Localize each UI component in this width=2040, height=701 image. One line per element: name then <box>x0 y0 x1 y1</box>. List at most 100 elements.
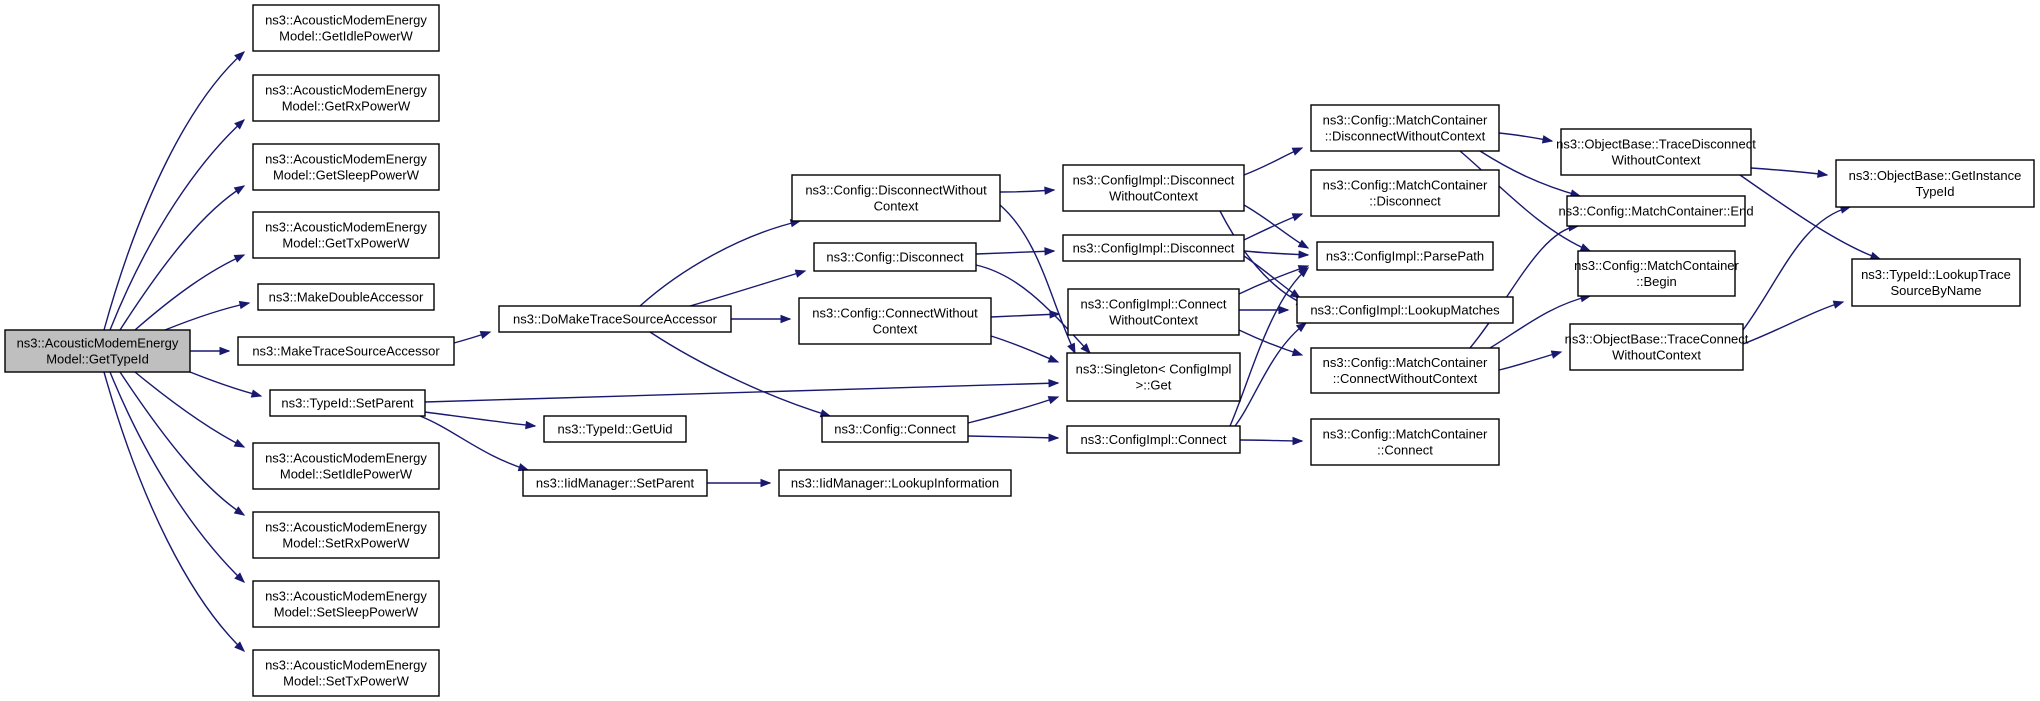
node-cfgConn-box[interactable] <box>821 415 969 443</box>
node-getRx[interactable]: ns3::AcousticModemEnergyModel::GetRxPowe… <box>252 74 440 122</box>
node-iidSetParent-box[interactable] <box>522 469 708 497</box>
node-doMake-box[interactable] <box>498 305 732 333</box>
node-implConnWoCtx[interactable]: ns3::ConfigImpl::ConnectWithoutContext <box>1067 288 1240 336</box>
node-setParent-label-line-1: ns3::TypeId::SetParent <box>281 396 414 411</box>
node-setParent[interactable]: ns3::TypeId::SetParent <box>269 389 426 417</box>
node-setParent-box[interactable] <box>269 389 426 417</box>
edge-root-to-getTx <box>134 254 246 331</box>
node-singleton-box[interactable] <box>1066 352 1241 402</box>
edge-cfgDiscWoCtx-to-singleton <box>999 204 1076 355</box>
node-mcBegin[interactable]: ns3::Config::MatchContainer::Begin <box>1574 250 1740 297</box>
node-cfgConnWoCtx-label-line-1: ns3::Config::ConnectWithout <box>812 306 978 321</box>
edge-setParent-to-singleton <box>424 379 1060 403</box>
node-implDiscWoCtx-box[interactable] <box>1062 164 1245 212</box>
edge-implConnWoCtx-to-parsePath-line <box>1238 265 1309 295</box>
node-mcDisc-box[interactable] <box>1310 169 1500 217</box>
node-makeDouble[interactable]: ns3::MakeDoubleAccessor <box>257 283 435 311</box>
node-cfgConnWoCtx[interactable]: ns3::Config::ConnectWithoutContext <box>798 297 992 345</box>
node-setIdle[interactable]: ns3::AcousticModemEnergyModel::SetIdlePo… <box>252 442 440 490</box>
node-cfgConnWoCtx-box[interactable] <box>798 297 992 345</box>
node-lookupTrace-box[interactable] <box>1851 258 2021 307</box>
node-mcConn-box[interactable] <box>1310 418 1500 466</box>
node-lookupMatches-box[interactable] <box>1296 296 1514 324</box>
edge-doMake-to-cfgDisc-arrowhead <box>794 269 807 278</box>
node-iidSetParent[interactable]: ns3::IidManager::SetParent <box>522 469 708 497</box>
node-getRx-label-line-2: Model::GetRxPowerW <box>282 99 411 114</box>
node-doMake[interactable]: ns3::DoMakeTraceSourceAccessor <box>498 305 732 333</box>
node-singleton[interactable]: ns3::Singleton< ConfigImpl >::Get <box>1066 352 1241 402</box>
node-mcBegin-box[interactable] <box>1577 250 1736 297</box>
node-cfgDiscWoCtx[interactable]: ns3::Config::DisconnectWithoutContext <box>791 174 1001 222</box>
node-mcConnWoCtx-box[interactable] <box>1310 347 1500 394</box>
node-implDiscWoCtx[interactable]: ns3::ConfigImpl::DisconnectWithoutContex… <box>1062 164 1245 212</box>
edge-obTraceConn-to-obGetInst-line <box>1742 206 1851 331</box>
node-lookupInfo[interactable]: ns3::IidManager::LookupInformation <box>778 469 1012 497</box>
edge-implDiscWoCtx-to-parsePath-line <box>1243 204 1309 249</box>
node-mcEnd-box[interactable] <box>1566 195 1746 227</box>
node-makeTrace-box[interactable] <box>237 336 455 366</box>
node-getTx[interactable]: ns3::AcousticModemEnergyModel::GetTxPowe… <box>252 211 440 259</box>
node-setSleep-box[interactable] <box>252 580 440 628</box>
node-implDisc[interactable]: ns3::ConfigImpl::Disconnect <box>1062 234 1245 262</box>
node-obTraceDisc-box[interactable] <box>1560 128 1752 176</box>
edge-root-to-makeDouble-arrowhead <box>238 300 251 310</box>
node-getIdle[interactable]: ns3::AcousticModemEnergyModel::GetIdlePo… <box>252 4 440 52</box>
node-setIdle-box[interactable] <box>252 442 440 490</box>
node-obGetInst-box[interactable] <box>1835 159 2035 208</box>
node-getSleep-box[interactable] <box>252 143 440 191</box>
node-root-box[interactable] <box>4 329 191 373</box>
node-getRx-box[interactable] <box>252 74 440 122</box>
edge-mcConnWoCtx-to-mcBegin-line <box>1489 295 1591 349</box>
node-implConn[interactable]: ns3::ConfigImpl::Connect <box>1066 425 1241 454</box>
node-mcDisc[interactable]: ns3::Config::MatchContainer::Disconnect <box>1310 169 1500 217</box>
node-cfgDisc[interactable]: ns3::Config::Disconnect <box>813 242 977 272</box>
edge-root-to-setSleep <box>109 371 245 583</box>
edge-implDisc-to-lookupMatches <box>1243 255 1302 299</box>
node-parsePath-box[interactable] <box>1316 241 1494 271</box>
node-cfgConn[interactable]: ns3::Config::Connect <box>821 415 969 443</box>
node-getSleep[interactable]: ns3::AcousticModemEnergyModel::GetSleepP… <box>252 143 440 191</box>
node-setTx-box[interactable] <box>252 649 440 697</box>
node-getUid-box[interactable] <box>543 415 687 443</box>
node-lookupMatches[interactable]: ns3::ConfigImpl::LookupMatches <box>1296 296 1514 324</box>
node-singleton-label-line-2: >::Get <box>1136 378 1172 393</box>
node-setSleep[interactable]: ns3::AcousticModemEnergyModel::SetSleepP… <box>252 580 440 628</box>
edge-cfgDisc-to-implDisc-arrowhead <box>1044 247 1056 256</box>
node-setRx-box[interactable] <box>252 511 440 559</box>
node-setTx[interactable]: ns3::AcousticModemEnergyModel::SetTxPowe… <box>252 649 440 697</box>
node-mcEnd[interactable]: ns3::Config::MatchContainer::End <box>1558 195 1754 227</box>
edge-doMake-to-cfgConnWoCtx <box>731 314 792 324</box>
node-cfgDisc-box[interactable] <box>813 242 977 272</box>
node-implConnWoCtx-box[interactable] <box>1067 288 1240 336</box>
node-mcConnWoCtx[interactable]: ns3::Config::MatchContainer::ConnectWith… <box>1310 347 1500 394</box>
node-mcDiscWoCtx[interactable]: ns3::Config::MatchContainer::DisconnectW… <box>1310 104 1500 152</box>
edge-implConn-to-mcConn <box>1239 436 1304 446</box>
node-makeTrace[interactable]: ns3::MakeTraceSourceAccessor <box>237 336 455 366</box>
node-obTraceConn[interactable]: ns3::ObjectBase::TraceConnectWithoutCont… <box>1565 323 1749 371</box>
node-obTraceConn-box[interactable] <box>1569 323 1744 371</box>
node-makeDouble-box[interactable] <box>257 283 435 311</box>
node-setRx[interactable]: ns3::AcousticModemEnergyModel::SetRxPowe… <box>252 511 440 559</box>
edge-root-to-getRx-arrowhead <box>234 119 246 130</box>
node-getUid[interactable]: ns3::TypeId::GetUid <box>543 415 687 443</box>
node-lookupInfo-box[interactable] <box>778 469 1012 497</box>
node-obGetInst-label-line-1: ns3::ObjectBase::GetInstance <box>1849 168 2022 183</box>
node-getIdle-box[interactable] <box>252 4 440 52</box>
edge-cfgDisc-to-singleton-arrowhead <box>1080 343 1091 355</box>
edge-root-to-makeDouble <box>164 300 251 331</box>
node-mcDiscWoCtx-box[interactable] <box>1310 104 1500 152</box>
node-mcDiscWoCtx-label-line-1: ns3::Config::MatchContainer <box>1323 113 1488 128</box>
edge-root-to-getIdle-arrowhead <box>234 51 246 62</box>
node-implConn-box[interactable] <box>1066 425 1241 454</box>
edge-root-to-getTx-line <box>134 254 245 331</box>
node-parsePath[interactable]: ns3::ConfigImpl::ParsePath <box>1316 241 1494 271</box>
node-implDisc-box[interactable] <box>1062 234 1245 262</box>
node-obTraceDisc[interactable]: ns3::ObjectBase::TraceDisconnectWithoutC… <box>1556 128 1756 176</box>
node-getTx-box[interactable] <box>252 211 440 259</box>
edge-implDiscWoCtx-to-lookupMatches-line <box>1219 210 1307 306</box>
node-mcConn[interactable]: ns3::Config::MatchContainer::Connect <box>1310 418 1500 466</box>
node-cfgDiscWoCtx-box[interactable] <box>791 174 1001 222</box>
